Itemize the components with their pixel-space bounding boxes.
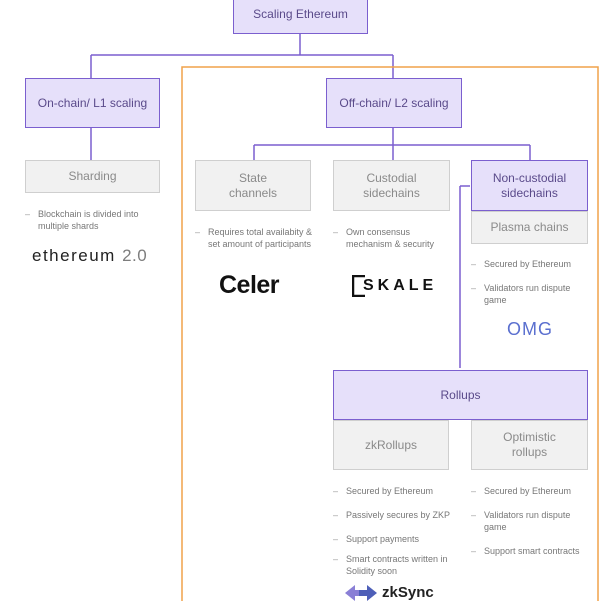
scaling-ethereum-node: Scaling Ethereum	[233, 0, 368, 34]
note-plasma-2: Validators run dispute game	[471, 282, 593, 306]
note-sharding: Blockchain is divided into multiple shar…	[25, 208, 155, 232]
note-optimistic-3: Support smart contracts	[471, 545, 593, 557]
celer-logo: Celer	[219, 271, 280, 300]
non-custodial-sidechains-node: Non-custodial sidechains	[471, 160, 588, 211]
node-label: Plasma chains	[490, 220, 569, 234]
note-zk-3: Support payments	[333, 533, 458, 545]
node-label: Sharding	[68, 169, 117, 183]
node-label: Custodial sidechains	[363, 170, 420, 200]
l1-scaling-node: On-chain/ L1 scaling	[25, 78, 160, 128]
node-label: On-chain/ L1 scaling	[37, 95, 148, 110]
node-label: Non-custodial sidechains	[492, 170, 567, 200]
omg-logo: OMG	[507, 319, 553, 340]
node-label: Scaling Ethereum	[253, 6, 348, 21]
note-optimistic-2: Validators run dispute game	[471, 509, 593, 533]
note-custodial: Own consensus mechanism & security	[333, 226, 451, 250]
note-zk-2: Passively secures by ZKP	[333, 509, 458, 521]
ethereum-version: 2.0	[122, 246, 148, 265]
node-label: Off-chain/ L2 scaling	[339, 95, 449, 110]
skale-wordmark: SKALE	[363, 277, 438, 294]
node-label: State channels	[228, 170, 278, 200]
l2-scaling-node: Off-chain/ L2 scaling	[326, 78, 462, 128]
ethereum-wordmark: ethereum	[32, 246, 116, 265]
skale-bracket-icon	[352, 275, 365, 297]
note-zk-1: Secured by Ethereum	[333, 485, 458, 497]
sharding-node: Sharding	[25, 160, 160, 193]
node-label: Optimistic rollups	[503, 430, 556, 459]
note-plasma-1: Secured by Ethereum	[471, 258, 593, 270]
note-state-channels: Requires total availabity & set amount o…	[195, 226, 313, 250]
l2-frame	[181, 66, 599, 601]
optimistic-rollups-node: Optimistic rollups	[471, 420, 588, 470]
note-optimistic-1: Secured by Ethereum	[471, 485, 593, 497]
custodial-sidechains-node: Custodial sidechains	[333, 160, 450, 211]
node-label: zkRollups	[364, 437, 418, 452]
celer-wordmark: Celer	[219, 271, 280, 299]
ethereum-logo: ethereum 2.0	[32, 246, 147, 266]
state-channels-node: State channels	[195, 160, 311, 211]
zksync-wordmark: zkSync	[382, 584, 434, 601]
node-label: Rollups	[440, 387, 481, 402]
plasma-chains-node: Plasma chains	[471, 211, 588, 244]
omg-wordmark: OMG	[507, 319, 553, 339]
note-zk-4: Smart contracts written in Solidity soon	[333, 553, 458, 577]
rollups-node: Rollups	[333, 370, 588, 420]
zksync-arrows-icon	[345, 585, 377, 601]
zk-rollups-node: zkRollups	[333, 420, 449, 470]
